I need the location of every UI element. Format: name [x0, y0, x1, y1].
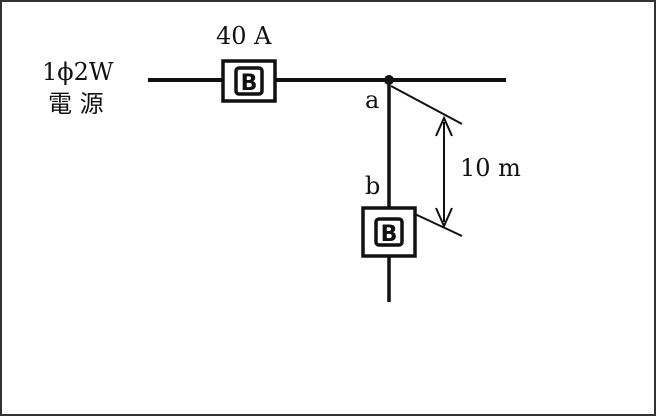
point-b-label: b [365, 172, 380, 200]
dimension-arrow [435, 115, 453, 229]
branch-breaker-symbol: B [361, 206, 417, 258]
dimension-extension-top [390, 85, 463, 125]
main-breaker-rating-label: 40 A [216, 22, 272, 50]
main-breaker-letter: B [241, 71, 258, 96]
source-name-label: 電 源 [48, 90, 104, 118]
main-breaker-symbol: B [221, 59, 277, 103]
point-a-label: a [365, 86, 379, 114]
branch-breaker-letter: B [381, 222, 398, 247]
branch-length-label: 10 m [460, 154, 521, 182]
source-phase-label: 1ϕ2W [42, 58, 114, 86]
